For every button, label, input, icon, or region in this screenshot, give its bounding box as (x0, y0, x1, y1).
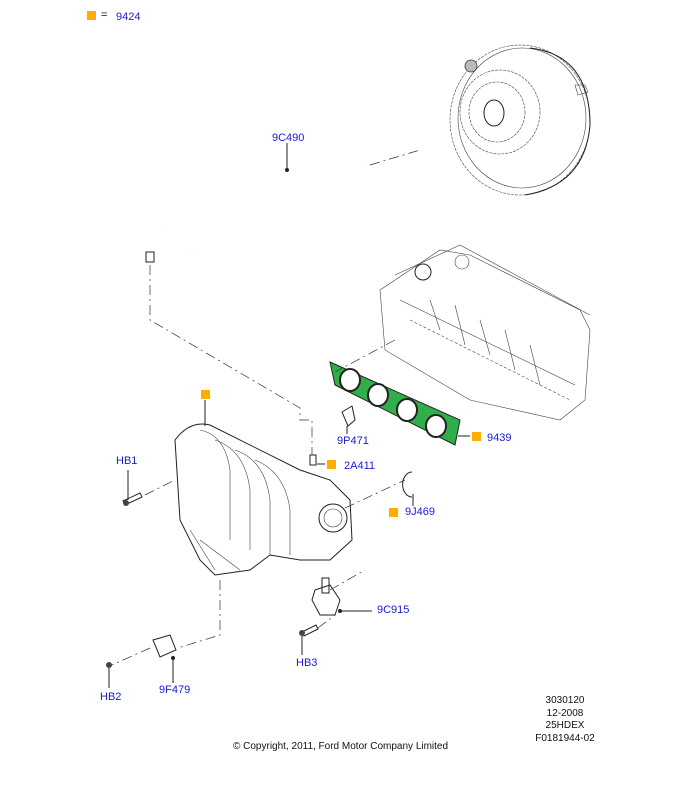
part-label-9p471[interactable]: 9P471 (337, 435, 369, 447)
reference-model: 25HDEX (545, 720, 585, 731)
reference-code: 3030120 (545, 695, 585, 706)
intake-manifold-illustration (174, 423, 353, 576)
legend-equals: = (101, 9, 108, 21)
leader-lines (108, 143, 470, 688)
marker-2a411 (327, 460, 336, 469)
part-label-hb3[interactable]: HB3 (296, 657, 318, 669)
part-label-9f479[interactable]: 9F479 (159, 684, 191, 696)
marker-manifold (201, 390, 210, 399)
copyright-notice: © Copyright, 2011, Ford Motor Company Li… (233, 741, 449, 752)
legend-part-number[interactable]: 9424 (116, 11, 141, 23)
reference-date: 12-2008 (546, 707, 584, 719)
part-label-9c490[interactable]: 9C490 (272, 132, 305, 144)
part-label-9439[interactable]: 9439 (487, 432, 512, 444)
intake-gasket-illustration (329, 361, 461, 446)
part-label-9j469[interactable]: 9J469 (405, 506, 435, 518)
marker-9j469 (389, 508, 398, 517)
legend-marker (87, 11, 96, 20)
assembly-lines (111, 149, 421, 666)
part-label-2a411[interactable]: 2A411 (344, 460, 375, 472)
part-label-hb1[interactable]: HB1 (116, 455, 138, 467)
part-label-hb2[interactable]: HB2 (100, 691, 122, 703)
reference-block: 3030120 12-2008 25HDEX F0181944-02 (515, 695, 615, 745)
part-label-9c915[interactable]: 9C915 (377, 604, 410, 616)
brake-booster-illustration (449, 44, 591, 196)
hose-illustration (145, 146, 369, 263)
reference-figure-id: F0181944-02 (535, 732, 595, 744)
marker-9439 (472, 432, 481, 441)
cylinder-head-illustration (379, 244, 591, 421)
